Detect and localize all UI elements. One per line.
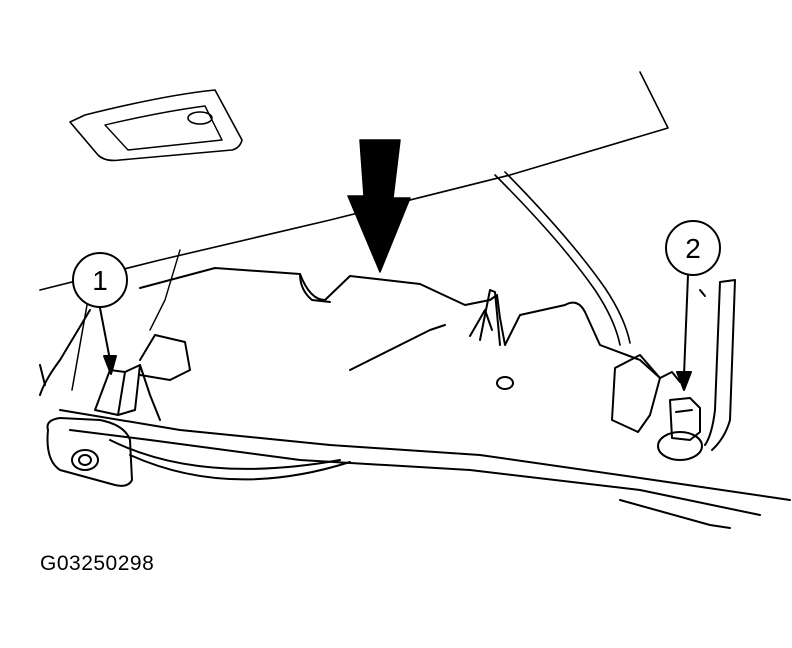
downward-arrow-icon bbox=[347, 139, 411, 273]
wire-harness bbox=[150, 172, 630, 345]
callout-2 bbox=[666, 221, 720, 391]
left-fastener bbox=[48, 335, 191, 486]
callout-1 bbox=[72, 253, 127, 390]
figure-id-label: G03250298 bbox=[40, 552, 155, 575]
callout-1-number: 1 bbox=[92, 265, 108, 296]
module-housing bbox=[40, 268, 790, 528]
callout-2-number: 2 bbox=[685, 233, 701, 264]
right-fastener bbox=[612, 280, 735, 460]
upper-panel bbox=[40, 72, 668, 290]
